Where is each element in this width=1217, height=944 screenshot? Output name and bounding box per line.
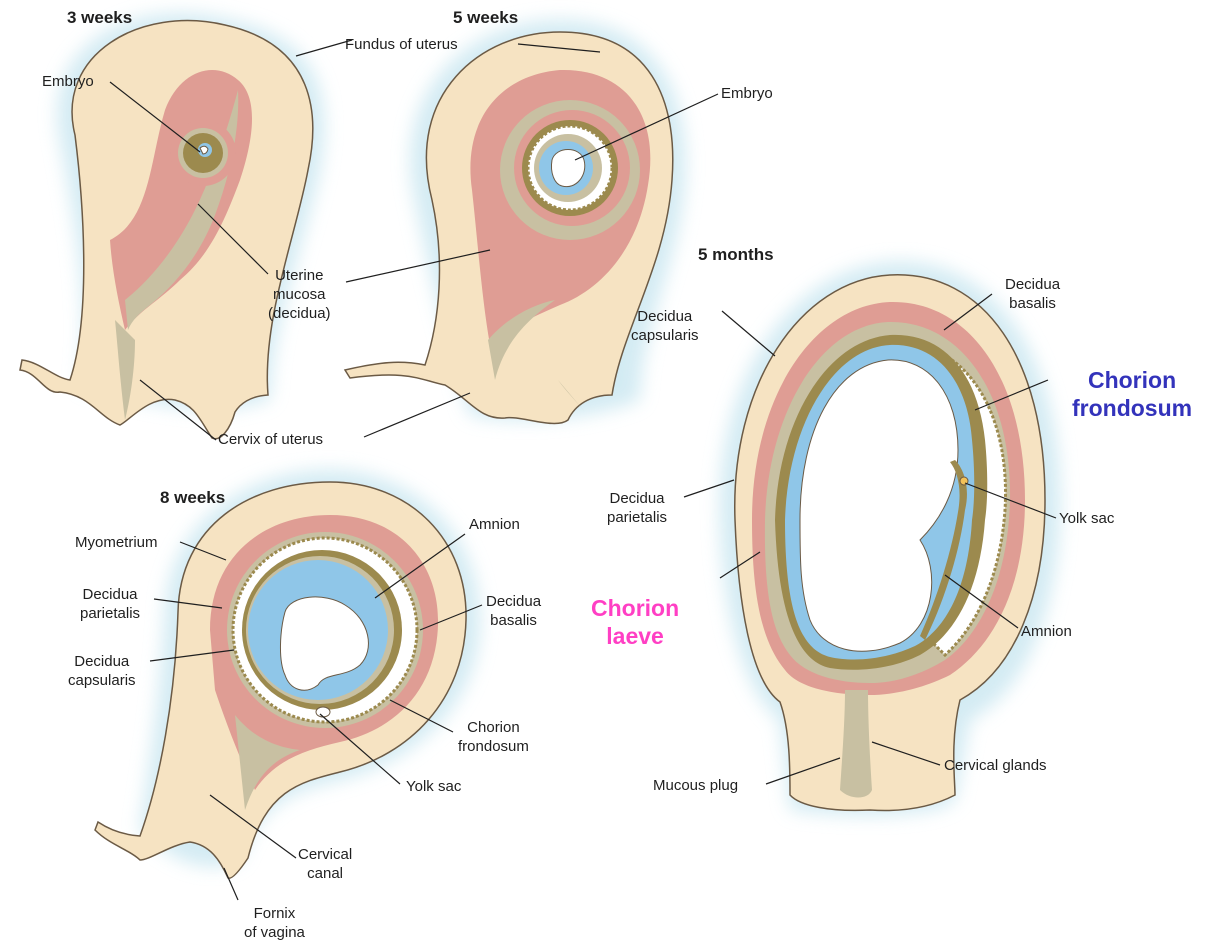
- label-fundus-of-uterus: Fundus of uterus: [345, 35, 458, 54]
- label-line: parietalis: [80, 604, 140, 623]
- label-line: capsularis: [631, 326, 699, 345]
- label-embryo-5w: Embryo: [721, 84, 773, 103]
- panel-title-3-weeks: 3 weeks: [67, 8, 132, 28]
- label-decidua-parietalis-8w: Decidua parietalis: [80, 585, 140, 623]
- label-decidua-capsularis-5m: Decidua capsularis: [631, 307, 699, 345]
- label-uterine-mucosa: Uterine mucosa (decidua): [268, 266, 331, 323]
- label-line: Decidua: [1005, 275, 1060, 294]
- callout-line: frondosum: [1072, 394, 1192, 422]
- label-uterine-mucosa-line: mucosa: [268, 285, 331, 304]
- label-uterine-mucosa-line: (decidua): [268, 304, 331, 323]
- label-decidua-parietalis-5m: Decidua parietalis: [607, 489, 667, 527]
- label-line: Decidua: [631, 307, 699, 326]
- label-line: Fornix: [244, 904, 305, 923]
- label-decidua-basalis-5m: Decidua basalis: [1005, 275, 1060, 313]
- panel-title-8-weeks: 8 weeks: [160, 488, 225, 508]
- callout-line: Chorion: [591, 594, 679, 622]
- callout-line: laeve: [591, 622, 679, 650]
- uterus-5-weeks: [345, 20, 686, 423]
- uterus-8-weeks: [95, 470, 480, 878]
- label-line: Decidua: [486, 592, 541, 611]
- label-mucous-plug: Mucous plug: [653, 776, 738, 795]
- uterus-5-months: [720, 262, 1060, 816]
- label-line: Decidua: [80, 585, 140, 604]
- label-line: Chorion: [458, 718, 529, 737]
- callout-chorion-frondosum: Chorion frondosum: [1072, 366, 1192, 422]
- label-amnion-5m: Amnion: [1021, 622, 1072, 641]
- label-line: basalis: [486, 611, 541, 630]
- callout-line: Chorion: [1072, 366, 1192, 394]
- callout-chorion-laeve: Chorion laeve: [591, 594, 679, 650]
- label-myometrium: Myometrium: [75, 533, 158, 552]
- panel-title-5-months: 5 months: [698, 245, 774, 265]
- label-decidua-basalis-8w: Decidua basalis: [486, 592, 541, 630]
- label-line: of vagina: [244, 923, 305, 942]
- panel-title-5-weeks: 5 weeks: [453, 8, 518, 28]
- label-line: Decidua: [68, 652, 136, 671]
- label-line: Cervical: [298, 845, 352, 864]
- label-line: capsularis: [68, 671, 136, 690]
- label-embryo-3w: Embryo: [42, 72, 94, 91]
- label-line: canal: [298, 864, 352, 883]
- label-yolk-sac-8w: Yolk sac: [406, 777, 461, 796]
- label-uterine-mucosa-line: Uterine: [268, 266, 331, 285]
- label-cervix-of-uterus: Cervix of uterus: [218, 430, 323, 449]
- label-line: parietalis: [607, 508, 667, 527]
- label-line: frondosum: [458, 737, 529, 756]
- label-amnion-8w: Amnion: [469, 515, 520, 534]
- label-cervical-glands: Cervical glands: [944, 756, 1047, 775]
- label-decidua-capsularis-8w: Decidua capsularis: [68, 652, 136, 690]
- label-chorion-frondosum-8w: Chorion frondosum: [458, 718, 529, 756]
- mucous-plug: [840, 690, 872, 798]
- label-fornix-of-vagina: Fornix of vagina: [244, 904, 305, 942]
- label-yolk-sac-5m: Yolk sac: [1059, 509, 1114, 528]
- label-line: basalis: [1005, 294, 1060, 313]
- label-cervical-canal: Cervical canal: [298, 845, 352, 883]
- label-line: Decidua: [607, 489, 667, 508]
